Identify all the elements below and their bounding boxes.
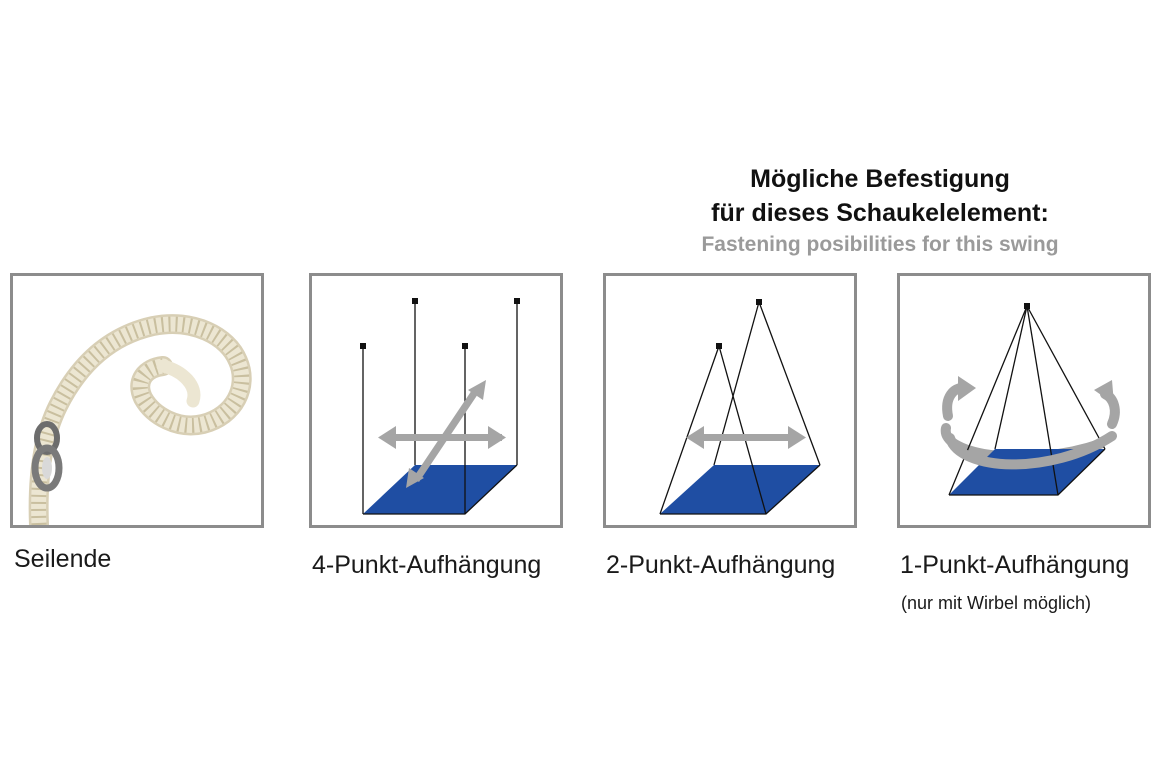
arrow-left-icon (378, 426, 396, 449)
rotation-arrowhead-left-icon (958, 376, 976, 401)
anchor-point-icon (514, 298, 520, 304)
ropes (948, 305, 1106, 496)
heading-line-2: für dieses Schaukelelement: (711, 199, 1049, 227)
rotation-arrow-front (945, 431, 1117, 470)
rope-end-illustration (28, 314, 252, 525)
anchor-point-icon (716, 343, 722, 349)
rope-tail (156, 359, 201, 408)
shackle-inner (42, 457, 52, 479)
shackle-ring-icon (34, 421, 60, 455)
panel-1-point (897, 273, 1151, 528)
diagram-1-point (940, 303, 1120, 496)
panel-rope-end (10, 273, 264, 528)
heading-subtitle-english: Fastening posibilities for this swing (701, 233, 1059, 256)
anchor-point-icon (412, 298, 418, 304)
arrow-shaft-horizontal (700, 434, 792, 441)
motion-arrows (378, 380, 506, 488)
arrow-up-right-icon (468, 380, 486, 400)
seat-plate (363, 465, 517, 514)
shackle-icon (31, 444, 63, 492)
arrow-left-icon (686, 426, 704, 449)
motion-arrows (686, 426, 806, 449)
caption-4-point: 4-Punkt-Aufhängung (312, 551, 542, 579)
caption-rope-end: Seilende (14, 545, 112, 573)
anchor-points (360, 298, 520, 349)
diagram-2-point (659, 299, 821, 515)
heading-line-1: Mögliche Befestigung (750, 165, 1010, 193)
arrow-shaft-diagonal (413, 387, 480, 482)
rope (31, 316, 250, 525)
caption-2-point: 2-Punkt-Aufhängung (606, 551, 836, 579)
caption-1-point: 1-Punkt-Aufhängung (900, 551, 1130, 579)
arrow-down-left-icon (406, 468, 424, 488)
heading: Mögliche Befestigung für dieses Schaukel… (640, 162, 1120, 260)
diagram-4-point (360, 298, 520, 515)
anchor-point-icon (1024, 303, 1030, 309)
seat-plate (660, 465, 820, 514)
anchor-points (716, 299, 762, 349)
arrow-right-icon (788, 426, 806, 449)
anchor-point-icon (462, 343, 468, 349)
rotation-arrowhead-right-icon (1094, 380, 1114, 404)
anchor-point-icon (756, 299, 762, 305)
anchor-point-icon (360, 343, 366, 349)
arrow-right-icon (488, 426, 506, 449)
panel-4-point (309, 273, 563, 528)
caption-1-point-note: (nur mit Wirbel möglich) (901, 593, 1092, 613)
panel-2-point (603, 273, 857, 528)
